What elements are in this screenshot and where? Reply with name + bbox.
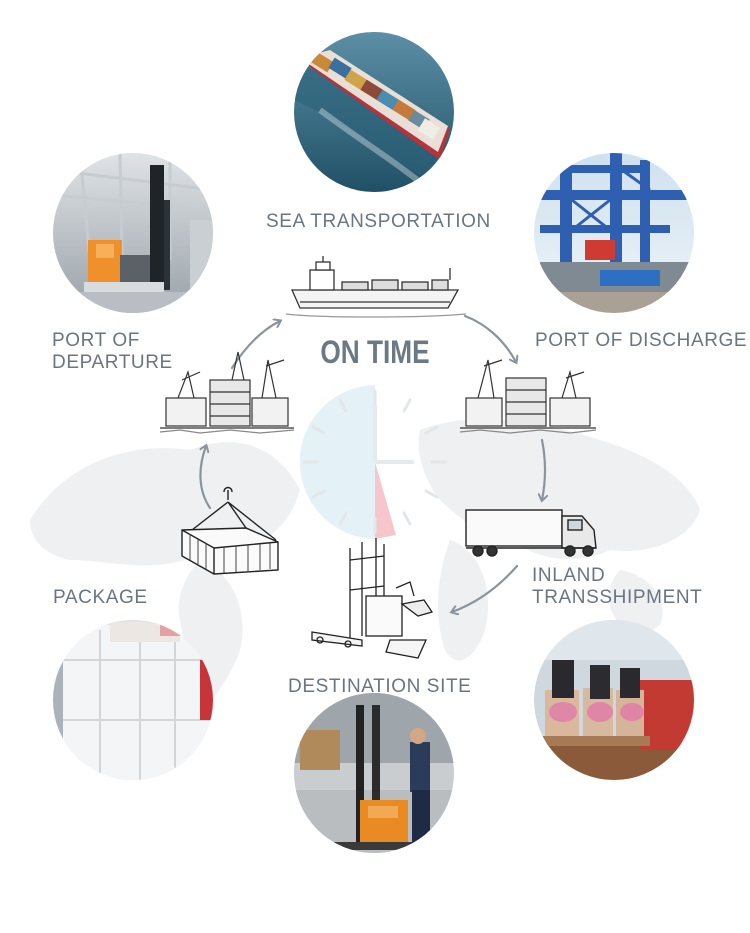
ship-icon bbox=[285, 256, 467, 318]
headline-on-time: ON TIME bbox=[320, 334, 430, 370]
package-label-text: PACKAGE bbox=[53, 587, 148, 608]
sea-transport-photo bbox=[294, 32, 454, 192]
port-crane-icon bbox=[159, 351, 295, 434]
inland-line1: INLAND bbox=[532, 565, 606, 586]
port-departure-photo bbox=[53, 153, 213, 313]
label-inland-transshipment: INLAND TRANSSHIPMENT bbox=[532, 565, 702, 609]
port-discharge-photo bbox=[534, 153, 694, 313]
arrow-departure-to-sea bbox=[230, 321, 280, 370]
port-crane-icon bbox=[459, 359, 597, 434]
label-sea-transportation: SEA TRANSPORTATION bbox=[266, 211, 491, 233]
arrow-sea-to-discharge bbox=[463, 314, 516, 362]
label-destination-site: DESTINATION SITE bbox=[288, 676, 471, 698]
arrow-discharge-to-inland bbox=[542, 438, 545, 500]
destination-photo bbox=[294, 693, 454, 853]
destination-label-text: DESTINATION SITE bbox=[288, 676, 472, 697]
clock-icon bbox=[299, 385, 448, 539]
package-photo bbox=[53, 620, 213, 780]
arrow-inland-to-destination bbox=[452, 564, 519, 612]
label-port-of-departure: PORT OF DEPARTURE bbox=[52, 330, 173, 374]
arrow-package-to-departure bbox=[200, 446, 212, 510]
inland-photo bbox=[534, 620, 694, 780]
inland-line2: TRANSSHIPMENT bbox=[532, 587, 703, 608]
label-package: PACKAGE bbox=[53, 587, 148, 609]
container-hook-icon bbox=[181, 486, 279, 575]
departure-line2: DEPARTURE bbox=[52, 352, 173, 373]
forklift-icon bbox=[311, 538, 434, 659]
sea-label-text: SEA TRANSPORTATION bbox=[266, 211, 491, 232]
label-port-of-discharge: PORT OF DISCHARGE bbox=[535, 330, 747, 352]
truck-icon bbox=[465, 509, 597, 557]
departure-line1: PORT OF bbox=[52, 330, 140, 351]
discharge-label-text: PORT OF DISCHARGE bbox=[535, 330, 748, 351]
